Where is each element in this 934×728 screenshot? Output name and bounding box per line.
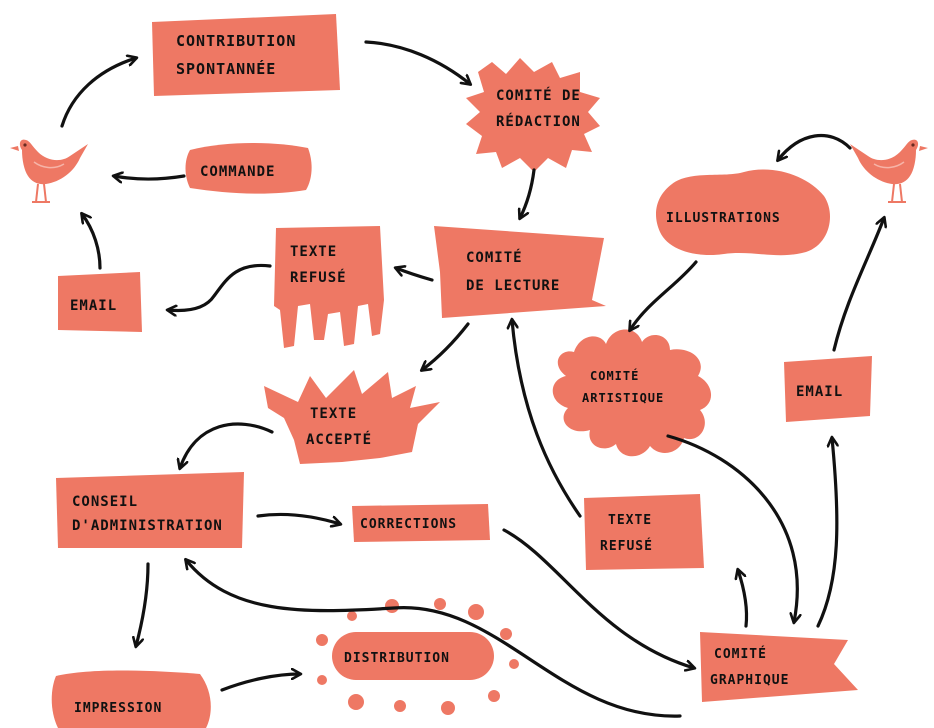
node-email-right: EMAIL [784,356,872,422]
node-email-right-label: EMAIL [796,384,843,400]
node-comite-redaction-line2: RÉDACTION [496,113,581,130]
arrow-corrections-to-graphique [502,528,694,668]
node-commande: COMMANDE [185,143,312,194]
node-conseil-line2: D'ADMINISTRATION [72,518,223,534]
node-comite-artistique-line2: ARTISTIQUE [582,391,664,405]
arrow-artistique-to-graphique [666,434,797,622]
arrow-conseil-to-impression [136,562,150,646]
arrow-graphique-to-refuse [738,570,749,628]
arrow-accepte-to-conseil [180,422,274,468]
arrows [60,40,884,718]
node-corrections: CORRECTIONS [352,504,490,542]
node-contribution-spontanee: CONTRIBUTION SPONTANNÉE [152,14,340,96]
arrow-email-to-bird [82,214,102,270]
node-texte-refuse-2-line2: REFUSÉ [600,538,653,554]
arrow-commande-to-bird [114,176,186,179]
arrow-bird-to-contribution [60,58,136,128]
arrow-lecture-to-accepte [422,322,470,370]
node-comite-lecture: COMITÉ DE LECTURE [434,226,606,318]
node-comite-artistique-line1: COMITÉ [590,368,639,383]
node-comite-redaction-line1: COMITÉ DE [496,87,581,104]
node-illustrations-label: ILLUSTRATIONS [666,211,781,226]
distribution-dots [316,598,519,715]
node-comite-lecture-line2: DE LECTURE [466,278,560,294]
node-impression-label: IMPRESSION [74,701,162,716]
node-texte-refuse-2-line1: TEXTE [608,513,652,528]
node-conseil-line1: CONSEIL [72,494,138,510]
node-contribution-line2: SPONTANNÉE [176,59,276,78]
node-distribution: DISTRIBUTION [316,598,519,715]
arrow-redaction-to-lecture [520,168,536,218]
node-comite-lecture-line1: COMITÉ [466,249,523,266]
arrow-contribution-to-redaction [364,40,470,84]
arrow-graphique-to-email [816,438,837,628]
arrow-illustrations-to-artistique [630,260,698,330]
node-comite-graphique: COMITÉ GRAPHIQUE [700,632,858,702]
arrow-lecture-to-refuse [396,268,434,282]
node-texte-accepte-line2: ACCEPTÉ [306,431,372,448]
node-distribution-label: DISTRIBUTION [344,651,450,666]
node-impression: IMPRESSION [51,670,211,728]
node-comite-graphique-line1: COMITÉ [714,646,767,662]
node-texte-refuse-1-line2: REFUSÉ [290,269,347,286]
node-comite-artistique: COMITÉ ARTISTIQUE [552,329,712,457]
node-comite-redaction: COMITÉ DE RÉDACTION [466,58,600,172]
node-commande-label: COMMANDE [200,164,275,180]
node-texte-refuse-2: TEXTE REFUSÉ [584,494,704,570]
node-texte-refuse-1-line1: TEXTE [290,244,337,260]
node-illustrations: ILLUSTRATIONS [656,169,830,256]
node-texte-accepte: TEXTE ACCEPTÉ [264,370,440,464]
bird-icon [10,139,89,203]
arrow-impression-to-distribution [220,674,300,692]
arrow-refuse-to-email [168,263,272,310]
arrow-conseil-to-corrections [256,512,340,524]
arrow-graphique-to-conseil [186,560,682,718]
arrow-bird-to-illustrations [778,133,852,161]
node-conseil-administration: CONSEIL D'ADMINISTRATION [56,472,244,548]
node-email-left-label: EMAIL [70,298,117,314]
arrow-refuse-to-lecture [512,320,582,518]
node-email-left: EMAIL [58,272,142,332]
bird-icon [850,139,928,203]
node-texte-accepte-line1: TEXTE [310,406,357,422]
node-contribution-line1: CONTRIBUTION [176,32,296,50]
node-comite-graphique-line2: GRAPHIQUE [710,673,789,688]
arrow-email-to-bird-right [832,218,884,352]
node-texte-refuse-1: TEXTE REFUSÉ [274,226,384,348]
node-corrections-label: CORRECTIONS [360,517,457,532]
